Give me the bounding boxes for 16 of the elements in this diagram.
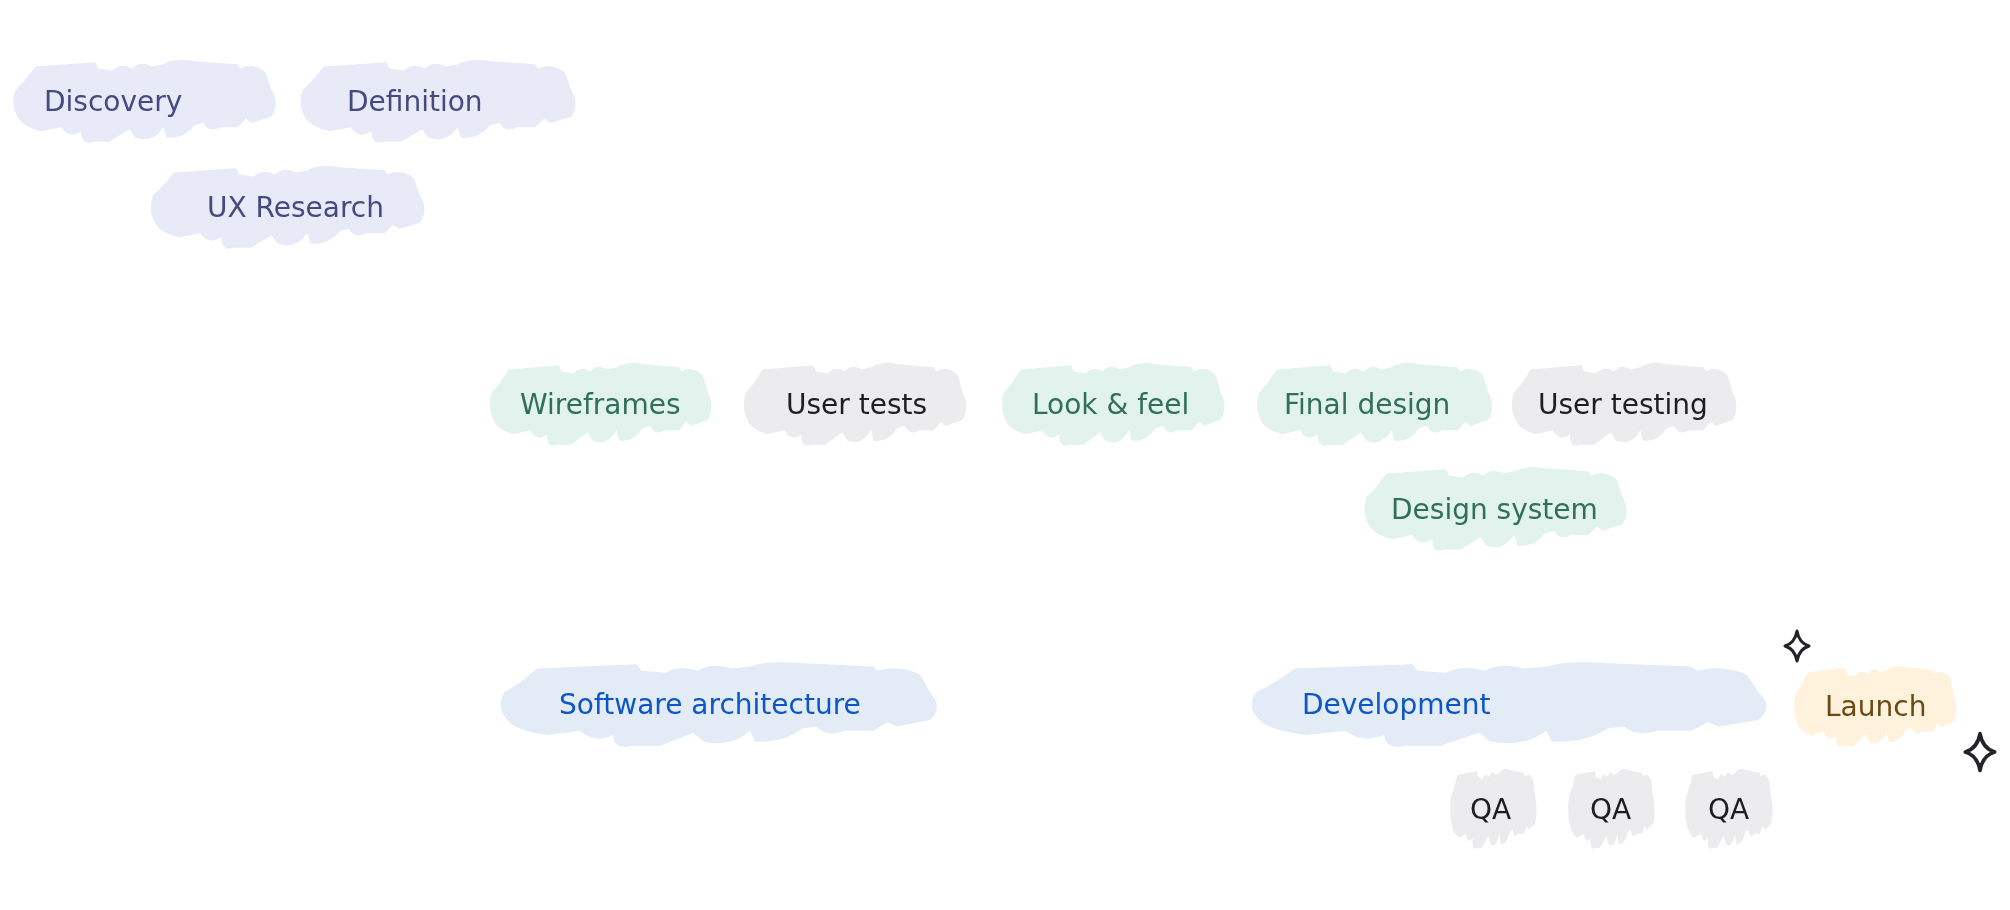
task-label: Launch xyxy=(1825,690,1927,724)
task-label: Discovery xyxy=(44,85,183,119)
brush-stroke-bar xyxy=(1792,664,1959,750)
task-label: QA xyxy=(1708,792,1750,827)
task-label: UX Research xyxy=(207,191,384,225)
task-label: User tests xyxy=(786,388,928,422)
task-label: QA xyxy=(1590,792,1632,827)
task-label: Final design xyxy=(1284,388,1451,422)
task-label: QA xyxy=(1470,792,1512,827)
task-label: Look & feel xyxy=(1032,388,1190,422)
task-label: Development xyxy=(1302,688,1491,722)
task-label: Definition xyxy=(347,85,483,119)
task-label: Software architecture xyxy=(559,688,861,722)
task-label: Wireframes xyxy=(520,388,681,422)
task-label: Design system xyxy=(1391,492,1598,527)
task-label: User testing xyxy=(1538,388,1708,422)
